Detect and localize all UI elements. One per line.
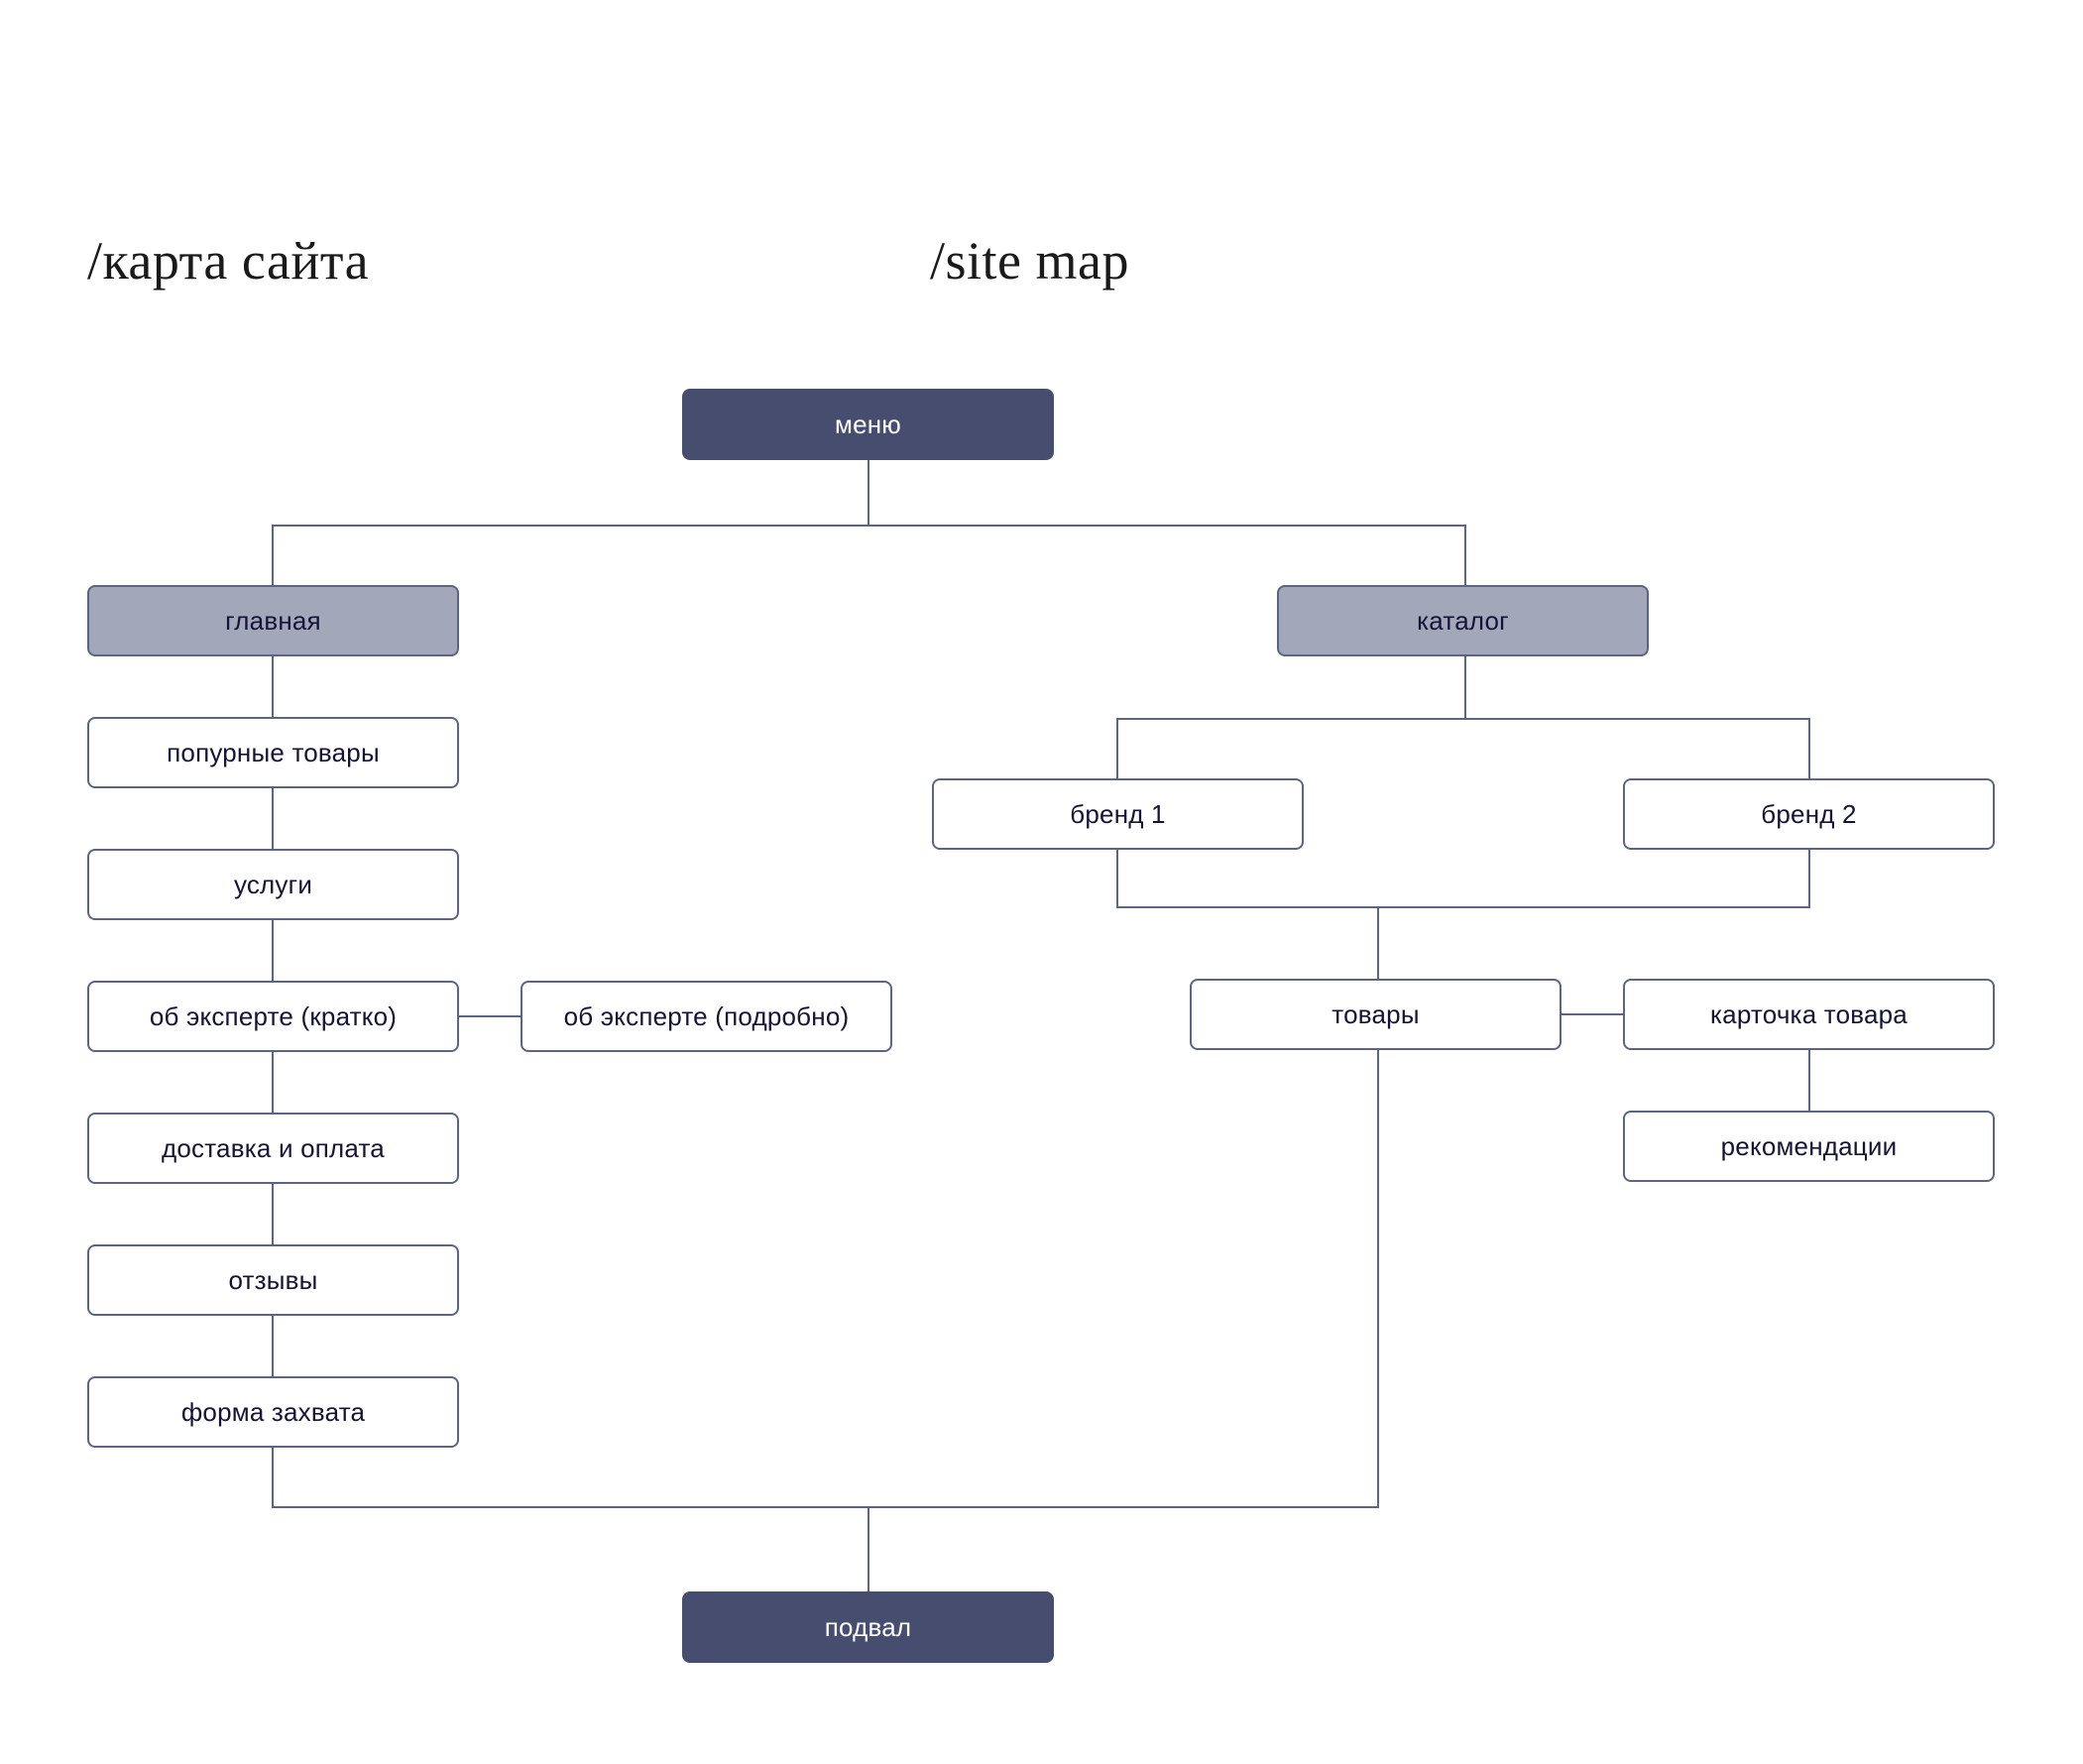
node-label-services: услуги: [233, 869, 313, 899]
edge-menu-to-home: [272, 459, 1466, 586]
node-expert-detailed[interactable]: об эксперте (подробно): [521, 981, 892, 1052]
node-catalog[interactable]: каталог: [1277, 585, 1649, 656]
node-services[interactable]: услуги: [87, 849, 459, 920]
node-home[interactable]: главная: [87, 585, 459, 656]
node-label-expert-detailed: об эксперте (подробно): [563, 1000, 850, 1031]
node-label-brand-2: бренд 2: [1761, 798, 1857, 829]
page-title-ru: /карта сайта: [87, 231, 370, 291]
node-recommendations[interactable]: рекомендации: [1623, 1111, 1995, 1182]
node-brand-1[interactable]: бренд 1: [932, 778, 1304, 850]
node-label-brand-1: бренд 1: [1070, 798, 1166, 829]
node-label-product-card: карточка товара: [1710, 999, 1908, 1029]
node-popular-goods[interactable]: попурные товары: [87, 717, 459, 788]
node-product-card[interactable]: карточка товара: [1623, 979, 1995, 1050]
node-delivery-pay[interactable]: доставка и оплата: [87, 1113, 459, 1184]
node-label-menu: меню: [835, 409, 901, 439]
node-label-home: главная: [225, 605, 321, 636]
node-label-expert-short: об эксперте (кратко): [149, 1000, 398, 1031]
node-label-recommendations: рекомендации: [1720, 1130, 1898, 1161]
node-label-footer: подвал: [824, 1611, 912, 1642]
node-label-delivery-pay: доставка и оплата: [162, 1132, 385, 1163]
node-menu[interactable]: меню: [682, 389, 1054, 460]
node-reviews[interactable]: отзывы: [87, 1244, 459, 1316]
node-label-capture-form: форма захвата: [180, 1396, 366, 1427]
edge-brand-1-to-goods: [1116, 849, 1810, 980]
node-label-goods: товары: [1331, 999, 1420, 1029]
node-capture-form[interactable]: форма захвата: [87, 1376, 459, 1448]
node-expert-short[interactable]: об эксперте (кратко): [87, 981, 459, 1052]
node-label-reviews: отзывы: [228, 1264, 318, 1295]
node-label-catalog: каталог: [1417, 605, 1509, 636]
edge-capture-form-to-footer: [272, 1447, 1379, 1592]
node-brand-2[interactable]: бренд 2: [1623, 778, 1995, 850]
node-label-popular-goods: попурные товары: [167, 737, 380, 767]
page-title-en: /site map: [930, 231, 1129, 291]
node-goods[interactable]: товары: [1190, 979, 1562, 1050]
edge-catalog-to-brand-1: [1116, 655, 1810, 779]
node-footer[interactable]: подвал: [682, 1591, 1054, 1663]
